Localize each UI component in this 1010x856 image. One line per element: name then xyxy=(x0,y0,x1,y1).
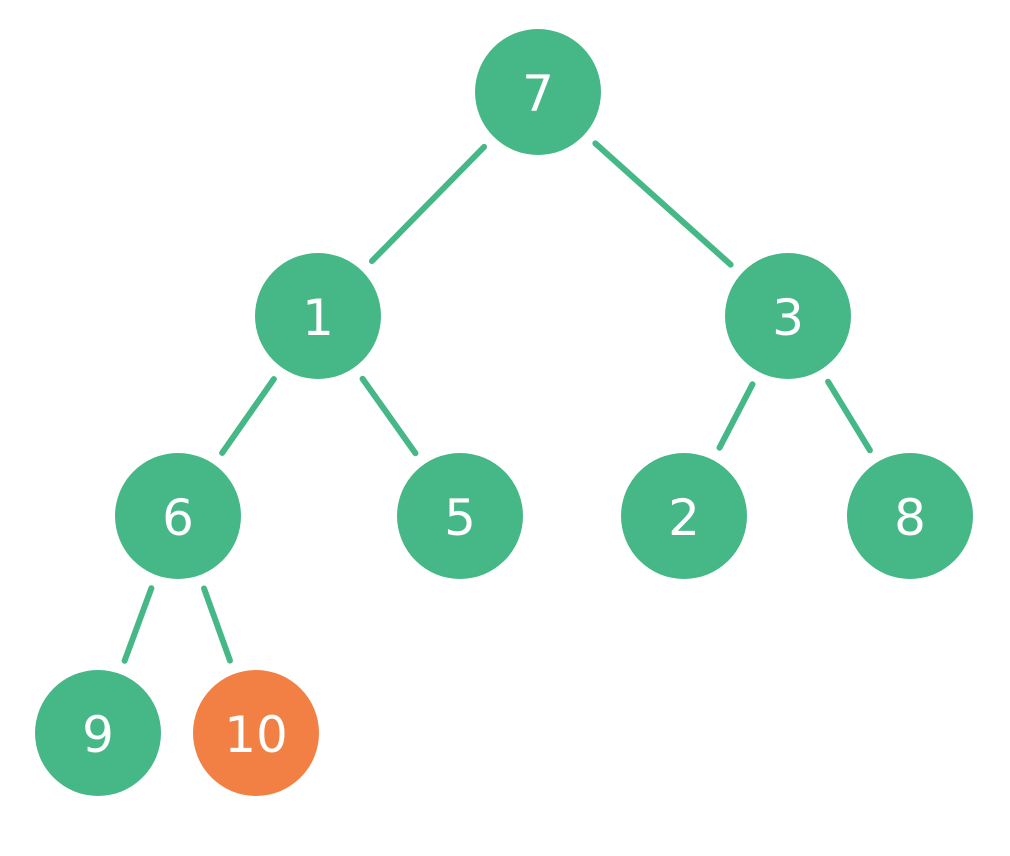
tree-edge-n6-n9 xyxy=(121,585,155,664)
tree-edge-n1-n6 xyxy=(219,376,277,456)
node-circle xyxy=(621,453,747,579)
node-label: 9 xyxy=(82,706,114,764)
tree-edge-n1-n5 xyxy=(359,375,419,457)
tree-node-9: 9 xyxy=(35,670,161,796)
node-label: 8 xyxy=(894,489,926,547)
node-circle xyxy=(35,670,161,796)
node-label: 7 xyxy=(522,65,554,123)
tree-nodes: 7 1 3 6 5 2 8 9 10 xyxy=(35,29,973,796)
tree-node-3: 3 xyxy=(725,253,851,379)
tree-node-5: 5 xyxy=(397,453,523,579)
node-circle xyxy=(475,29,601,155)
tree-node-2: 2 xyxy=(621,453,747,579)
tree-edge-n6-n10 xyxy=(201,585,233,664)
node-label: 5 xyxy=(444,489,476,547)
tree-edges xyxy=(121,140,873,664)
node-circle xyxy=(725,253,851,379)
tree-node-1: 1 xyxy=(255,253,381,379)
node-circle xyxy=(115,453,241,579)
highlighted-node-circle xyxy=(193,670,319,796)
tree-edge-n3-n2 xyxy=(716,381,756,451)
tree-edge-n7-n3 xyxy=(592,140,734,268)
node-label: 10 xyxy=(224,706,288,764)
tree-node-6: 6 xyxy=(115,453,241,579)
node-circle xyxy=(847,453,973,579)
tree-edge-n3-n8 xyxy=(825,378,873,454)
node-label: 3 xyxy=(772,289,804,347)
tree-node-10: 10 xyxy=(193,670,319,796)
node-circle xyxy=(397,453,523,579)
node-circle xyxy=(255,253,381,379)
tree-node-7: 7 xyxy=(475,29,601,155)
tree-edge-n7-n1 xyxy=(368,143,488,265)
node-label: 6 xyxy=(162,489,194,547)
node-label: 1 xyxy=(302,289,334,347)
tree-node-8: 8 xyxy=(847,453,973,579)
node-label: 2 xyxy=(668,489,700,547)
